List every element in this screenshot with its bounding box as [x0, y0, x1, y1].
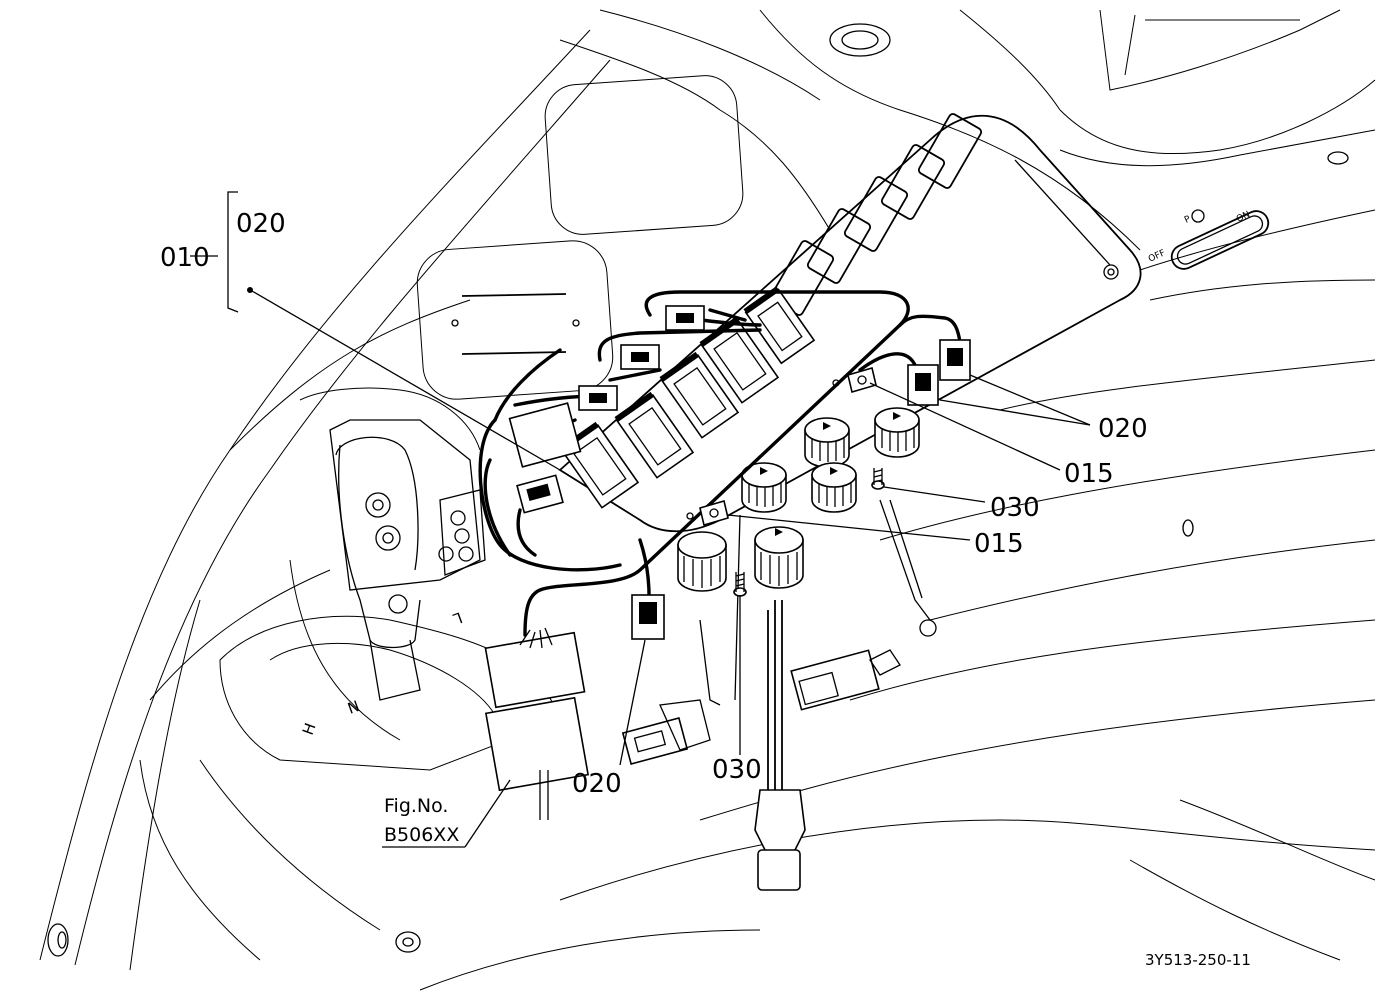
callout-020-right: 020: [1098, 414, 1148, 444]
connector: [620, 344, 660, 370]
gear-lever: N H L: [219, 387, 561, 771]
group-label: 010: [160, 243, 210, 273]
rocker-switch: [659, 351, 740, 439]
figure-ref-line2: B506XX: [384, 824, 459, 846]
connector: [484, 631, 586, 709]
connector: [939, 339, 971, 381]
rotary-knobs: [677, 407, 920, 592]
callout-015-upper: 015: [1064, 459, 1114, 489]
screw: [871, 468, 885, 490]
figure-ref-line1: Fig.No.: [384, 795, 448, 817]
lever-h-label: H: [299, 721, 320, 738]
clamp: [699, 499, 729, 527]
callout-020-bottom: 020: [572, 769, 622, 799]
fasteners: [686, 366, 885, 597]
connector: [621, 717, 689, 765]
leader-lines: [190, 191, 1091, 848]
callout-015-lower: 015: [974, 529, 1024, 559]
rotary-knob: [804, 417, 850, 468]
p-label: P: [1183, 214, 1193, 226]
connector: [907, 364, 939, 406]
connector: [665, 305, 705, 331]
connector: [516, 474, 564, 514]
lever-l-label: L: [450, 608, 465, 628]
rocker-switches: [559, 286, 816, 509]
rocker-switch: [614, 391, 695, 479]
connector: [790, 649, 880, 711]
rotary-knob: [811, 462, 857, 513]
connector: [631, 594, 665, 640]
rotary-knob: [754, 526, 804, 589]
rotary-knob: [677, 531, 727, 592]
callout-labels: 020 010 020 015 030 015 020 030 Fig.No. …: [160, 209, 1251, 969]
drawing-code: 3Y513-250-11: [1145, 951, 1251, 969]
connector: [484, 696, 590, 792]
screw: [733, 572, 747, 597]
connector: [578, 385, 618, 411]
callout-030-right: 030: [990, 493, 1040, 523]
rotary-knob: [874, 407, 920, 458]
clamp: [847, 366, 877, 394]
group-member-label: 020: [236, 209, 286, 239]
rotary-knob: [741, 462, 787, 513]
lever-n-label: N: [345, 697, 362, 718]
cab-structure: [39, 9, 1376, 991]
on-label: ON: [1235, 210, 1252, 225]
harness-connectors: [484, 305, 971, 891]
callout-030-bottom: 030: [712, 755, 762, 785]
